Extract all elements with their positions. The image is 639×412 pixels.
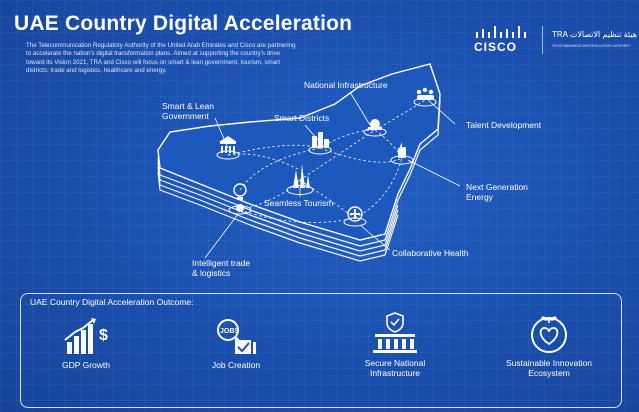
page-title: UAE Country Digital Acceleration <box>14 12 353 35</box>
outcome-panel <box>20 293 622 408</box>
outcome-title: UAE Country Digital Acceleration Outcome… <box>30 297 194 307</box>
gdp-growth-label: GDP Growth <box>61 360 111 370</box>
label-trade-line1: Intelligent trade <box>192 258 251 268</box>
cisco-logo-icon <box>476 26 526 38</box>
secure-infrastructure-line1: Secure National <box>364 358 426 368</box>
label-next-generation-energy: Next Generation Energy <box>466 182 528 202</box>
trade-lightbulb-icon <box>233 183 247 212</box>
cisco-wordmark: CISCO <box>474 40 518 54</box>
label-smart-lean-line1: Smart & Lean <box>162 101 214 111</box>
secure-infrastructure-line2: Infrastructure <box>369 368 421 378</box>
label-seamless-tourism: Seamless Tourism <box>264 198 334 208</box>
outcome-secure-infrastructure: Secure National Infrastructure <box>350 312 440 378</box>
tra-logo-subtitle: TELECOMMUNICATIONS REGULATORY AUTHORITY <box>552 44 632 48</box>
label-intelligent-trade: Intelligent trade & logistics <box>192 258 250 278</box>
logo-divider <box>542 26 543 54</box>
heart-sprout-icon <box>531 316 567 353</box>
people-group-icon <box>416 87 434 100</box>
svg-text:JOBS: JOBS <box>220 328 239 335</box>
district-buildings-icon <box>312 132 329 148</box>
label-next-gen-line1: Next Generation <box>466 182 528 192</box>
label-next-gen-line2: Energy <box>466 192 493 202</box>
label-smart-districts: Smart Districts <box>274 113 330 123</box>
government-building-icon <box>219 136 237 153</box>
label-collaborative-health: Collaborative Health <box>392 248 469 258</box>
intro-text: The Telecommunication Regulatory Authori… <box>26 42 296 75</box>
label-smart-lean-government: Smart & Lean Government <box>162 101 214 121</box>
energy-icon <box>398 142 406 158</box>
sustainable-ecosystem-line2: Ecosystem <box>528 368 570 378</box>
svg-text:$: $ <box>99 327 108 344</box>
secure-building-shield-icon <box>373 312 417 353</box>
gdp-growth-icon: $ <box>64 318 108 354</box>
outcome-job-creation: JOBS Job Creation <box>196 316 276 370</box>
tourism-towers-icon <box>293 164 310 188</box>
job-creation-label: Job Creation <box>211 360 261 370</box>
outcome-sustainable-ecosystem: Sustainable Innovation Ecosystem <box>494 312 604 378</box>
label-national-infrastructure: National Infrastructure <box>304 80 388 90</box>
uae-map-illustration <box>157 63 461 262</box>
tra-logo: TRA هيئة تنظيم الاتصالات <box>552 30 637 39</box>
job-search-icon: JOBS <box>217 319 256 354</box>
sustainable-ecosystem-line1: Sustainable Innovation <box>505 358 592 368</box>
infrastructure-icon <box>368 119 382 130</box>
outcome-gdp-growth: $ GDP Growth <box>46 316 126 370</box>
label-trade-line2: & logistics <box>192 268 231 278</box>
label-talent-development: Talent Development <box>466 120 542 130</box>
health-cross-icon <box>347 206 363 222</box>
label-smart-lean-line2: Government <box>162 111 209 121</box>
